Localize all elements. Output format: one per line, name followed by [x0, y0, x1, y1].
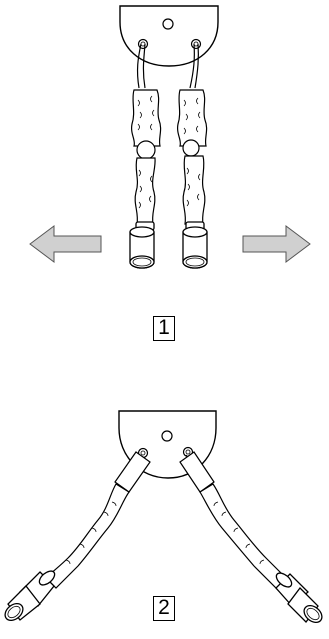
- mounting-plate-1: [119, 5, 219, 67]
- left-arm-2: [45, 451, 151, 589]
- right-plug-2: [275, 572, 323, 624]
- left-plug-1: [129, 221, 155, 269]
- center-hole: [161, 430, 173, 442]
- right-plug-1: [182, 221, 208, 269]
- right-sleeve-1: [176, 89, 208, 225]
- arrow-left-icon: [29, 225, 102, 263]
- step-2-label: 2: [153, 596, 175, 621]
- arrow-right-icon: [242, 225, 311, 263]
- right-lead-1: [189, 43, 199, 89]
- step-1-illustration: [29, 5, 311, 269]
- right-arm-2: [179, 451, 289, 591]
- step-1-label: 1: [153, 316, 175, 341]
- left-plug-2: [4, 570, 56, 622]
- left-sleeve-1: [130, 89, 162, 225]
- right-bead-1: [182, 139, 200, 157]
- left-bead-1: [136, 140, 156, 160]
- step-2-illustration: [4, 410, 323, 624]
- right-hole: [190, 38, 202, 50]
- center-hole: [162, 18, 174, 30]
- left-lead-1: [136, 43, 146, 89]
